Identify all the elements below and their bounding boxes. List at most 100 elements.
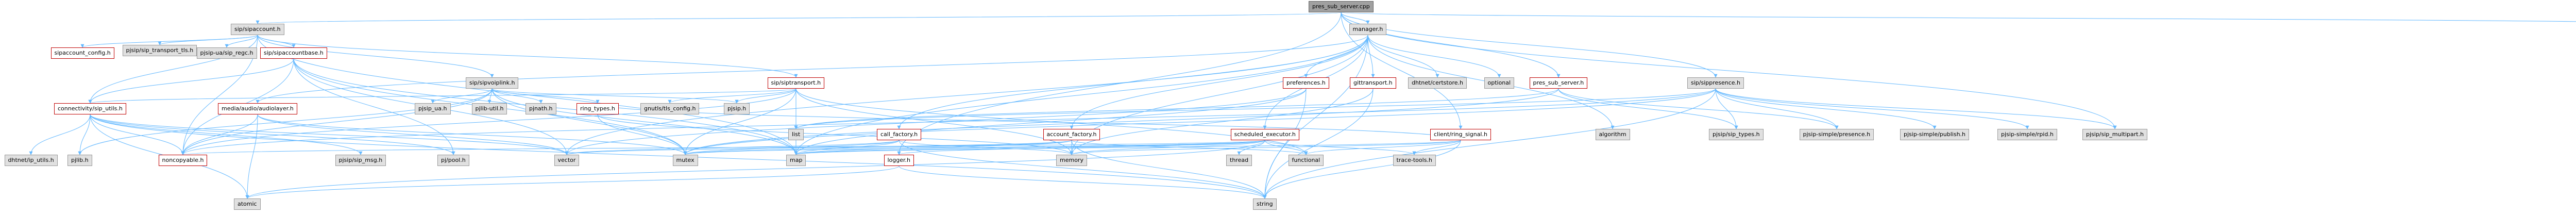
graph-node-pjlib-util[interactable]: pjlib-util.h (471, 103, 507, 114)
graph-edge (256, 12, 1342, 24)
graph-node-pj-pool[interactable]: pj/pool.h (437, 155, 469, 166)
graph-edge (90, 114, 185, 155)
graph-edge (1237, 140, 1265, 155)
graph-edge (89, 88, 796, 104)
graph-edge (794, 88, 1559, 129)
graph-node-pjsip-ua[interactable]: pjsip_ua.h (415, 103, 451, 114)
graph-node-account-factory[interactable]: account_factory.h (1043, 129, 1100, 140)
graph-node-list[interactable]: list (788, 129, 804, 140)
graph-node-call-factory[interactable]: call_factory.h (877, 129, 922, 140)
graph-edge (565, 140, 1072, 155)
graph-edge (897, 140, 1265, 155)
graph-node-functional[interactable]: functional (1288, 155, 1324, 166)
graph-edge (1263, 140, 1461, 199)
graph-edge (683, 140, 900, 155)
graph-node-pjlib-h[interactable]: pjlib.h (67, 155, 92, 166)
graph-edge (1341, 12, 2117, 129)
graph-edge (597, 114, 687, 155)
graph-edge (225, 35, 258, 48)
graph-edge (1304, 35, 1368, 78)
graph-edge (794, 140, 900, 155)
graph-node-pjsip-simple-rpid[interactable]: pjsip-simple/rpid.h (1997, 129, 2057, 140)
graph-edge (683, 88, 1716, 155)
graph-node-pjnath[interactable]: pjnath.h (526, 103, 556, 114)
graph-edge (899, 166, 1267, 199)
graph-edge (1341, 12, 1718, 78)
graph-edge (78, 88, 493, 155)
graph-edge (1715, 88, 1839, 129)
graph-node-gnutls-config[interactable]: gnutls/tls_config.h (640, 103, 700, 114)
graph-node-sipvoiplink[interactable]: sip/sipvoiplink.h (466, 77, 519, 89)
graph-edge (245, 114, 258, 199)
graph-node-pjsip-simple-publish[interactable]: pjsip-simple/publish.h (1900, 129, 1970, 140)
graph-node-sippresence[interactable]: sip/sippresence.h (1687, 77, 1744, 89)
graph-node-ring-types[interactable]: ring_types.h (577, 103, 619, 114)
graph-edge (683, 140, 1072, 155)
graph-node-memory[interactable]: memory (1056, 155, 1087, 166)
graph-edge (1715, 88, 1738, 129)
graph-node-pjsip-msg[interactable]: pjsip/sip_msg.h (335, 155, 386, 166)
graph-edge (492, 88, 600, 104)
graph-node-pjsip-h[interactable]: pjsip.h (724, 103, 750, 114)
graph-edge (1070, 140, 1461, 155)
graph-node-atomic[interactable]: atomic (234, 199, 261, 210)
graph-edge (257, 114, 687, 155)
graph-edge (257, 35, 798, 78)
graph-node-preferences[interactable]: preferences.h (1283, 77, 1329, 89)
graph-node-connectivity-sip-utils[interactable]: connectivity/sip_utils.h (54, 103, 126, 114)
graph-node-sipaccount-config[interactable]: sipaccount_config.h (50, 47, 114, 59)
graph-edge (88, 35, 258, 104)
graph-edge (794, 88, 1307, 155)
graph-node-root[interactable]: pres_sub_server.cpp (1309, 1, 1374, 12)
graph-node-manager-h[interactable]: manager.h (1349, 24, 1387, 35)
graph-edge (90, 114, 569, 155)
graph-node-map[interactable]: map (786, 155, 806, 166)
graph-node-logger[interactable]: logger.h (884, 155, 914, 166)
graph-edge (597, 114, 1074, 155)
graph-edge (181, 140, 1265, 155)
graph-edge (1715, 88, 2029, 129)
graph-node-string[interactable]: string (1253, 199, 1277, 210)
graph-edge (1304, 140, 1461, 155)
graph-edge (794, 35, 1368, 155)
graph-edge (1412, 140, 1461, 155)
graph-node-noncopyable[interactable]: noncopyable.h (158, 155, 208, 166)
graph-edge (90, 114, 363, 155)
graph-edge (1715, 88, 1937, 129)
graph-edge (1070, 140, 1265, 155)
graph-node-pjsip-simple-presence[interactable]: pjsip-simple/presence.h (1799, 129, 1874, 140)
graph-edge (1071, 140, 1308, 155)
graph-node-sipaccount-h[interactable]: sip/sipaccount.h (231, 24, 284, 35)
graph-edge (492, 88, 687, 155)
graph-node-algorithm[interactable]: algorithm (1595, 129, 1630, 140)
graph-node-pjsip-multipart[interactable]: pjsip/sip_multipart.h (2082, 129, 2147, 140)
graph-edge (1715, 88, 2117, 129)
graph-node-dhtnet-ip-utils[interactable]: dhtnet/ip_utils.h (4, 155, 58, 166)
graph-edge (245, 140, 1265, 199)
graph-node-pjsip-ua-regc[interactable]: pjsip-ua/sip_regc.h (196, 47, 257, 59)
graph-node-gittransport[interactable]: gittransport.h (1350, 77, 1396, 89)
graph-node-trace-tools[interactable]: trace-tools.h (1393, 155, 1436, 166)
graph-node-dhtnet-certstore[interactable]: dhtnet/certstore.h (1408, 77, 1467, 89)
graph-edge (735, 88, 796, 104)
graph-edge (1341, 12, 2576, 22)
graph-node-sipaccountbase[interactable]: sip/sipaccountbase.h (260, 47, 327, 59)
graph-edge (1367, 35, 1501, 78)
graph-node-thread[interactable]: thread (1226, 155, 1252, 166)
graph-edge (181, 88, 493, 155)
graph-node-scheduled-executor[interactable]: scheduled_executor.h (1230, 129, 1299, 140)
graph-node-mutex[interactable]: mutex (672, 155, 698, 166)
graph-node-optional[interactable]: optional (1484, 77, 1515, 89)
graph-node-pjsip-transport-tls[interactable]: pjsip/sip_transport_tls.h (122, 45, 197, 56)
graph-edge (1070, 35, 1368, 155)
graph-node-pres-sub-server-h[interactable]: pres_sub_server.h (1529, 77, 1588, 89)
graph-node-media-audiolayer[interactable]: media/audio/audiolayer.h (218, 103, 297, 114)
graph-node-vector[interactable]: vector (554, 155, 580, 166)
graph-node-pjsip-sip-types[interactable]: pjsip/sip_types.h (1709, 129, 1764, 140)
graph-edge (257, 114, 569, 155)
graph-node-siptransport[interactable]: sip/siptransport.h (767, 77, 825, 89)
graph-node-client-ring-signal[interactable]: client/ring_signal.h (1430, 129, 1491, 140)
graph-edge (181, 88, 1716, 155)
graph-edge (245, 166, 900, 199)
